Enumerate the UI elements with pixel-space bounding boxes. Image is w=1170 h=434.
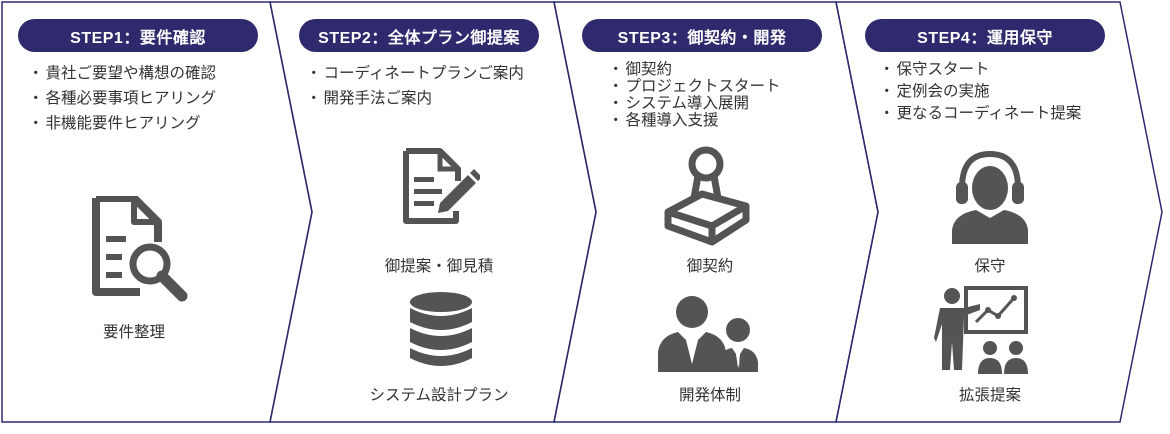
presentation-icon: [932, 284, 1032, 376]
step-2-item-1-label: 御提案・御見積: [384, 257, 494, 275]
document-search-icon: [88, 196, 188, 304]
step-1-item-label: 要件整理: [102, 323, 165, 341]
document-edit-icon: [400, 147, 480, 227]
step-2-bullet: 開発手法ご案内: [306, 86, 524, 111]
step-4-item-2-label: 拡張提案: [958, 386, 1021, 404]
headset-icon: [950, 146, 1030, 244]
step-2-bullet-list: コーディネートプランご案内 開発手法ご案内: [306, 61, 524, 111]
step-3-title: STEP3：御契約・開発: [582, 19, 822, 52]
team-icon: [656, 296, 760, 376]
step-1-bullet: 貴社ご要望や構想の確認: [28, 61, 217, 86]
step-4-bullet-list: 保守スタート 定例会の実施 更なるコーディネート提案: [879, 58, 1082, 124]
step-1-title: STEP1：要件確認: [18, 19, 258, 52]
step-1-bullet: 非機能要件ヒアリング: [28, 111, 216, 136]
step-3-bullet: システム導入展開: [608, 95, 781, 112]
step4-shape: [835, 1, 1163, 423]
step-2: STEP2：全体プラン御提案 コーディネートプランご案内 開発手法ご案内 御提案…: [290, 0, 580, 434]
step-4-title: STEP4：運用保守: [865, 19, 1105, 52]
step-2-item-2-label: システム設計プラン: [369, 386, 509, 404]
step-4-bullet: 定例会の実施: [879, 80, 1081, 102]
step-3-item-2-label: 開発体制: [678, 386, 741, 404]
step-1-bullet: 各種必要事項ヒアリング: [28, 86, 217, 111]
step-3-bullet: 御契約: [608, 61, 781, 78]
step-3-bullet-list: 御契約 プロジェクトスタート システム導入展開 各種導入支援: [608, 61, 781, 129]
step-4-bullet: 更なるコーディネート提案: [879, 102, 1082, 124]
step-3-bullet: プロジェクトスタート: [608, 78, 781, 95]
step-1: STEP1：要件確認 貴社ご要望や構想の確認 各種必要事項ヒアリング 非機能要件…: [0, 0, 300, 434]
step-3-bullet: 各種導入支援: [608, 112, 781, 129]
step-3-item-1-label: 御契約: [686, 257, 734, 275]
step-4: STEP4：運用保守 保守スタート 定例会の実施 更なるコーディネート提案 保守: [850, 0, 1160, 434]
database-icon: [408, 290, 474, 370]
step-2-title: STEP2：全体プラン御提案: [299, 19, 539, 52]
step-4-item-1-label: 保守: [974, 257, 1006, 275]
step-2-bullet: コーディネートプランご案内: [306, 61, 524, 86]
step-3: STEP3：御契約・開発 御契約 プロジェクトスタート システム導入展開 各種導…: [570, 0, 860, 434]
stamp-icon: [662, 146, 758, 246]
step-4-bullet: 保守スタート: [879, 58, 1081, 80]
step-1-bullet-list: 貴社ご要望や構想の確認 各種必要事項ヒアリング 非機能要件ヒアリング: [28, 61, 217, 136]
